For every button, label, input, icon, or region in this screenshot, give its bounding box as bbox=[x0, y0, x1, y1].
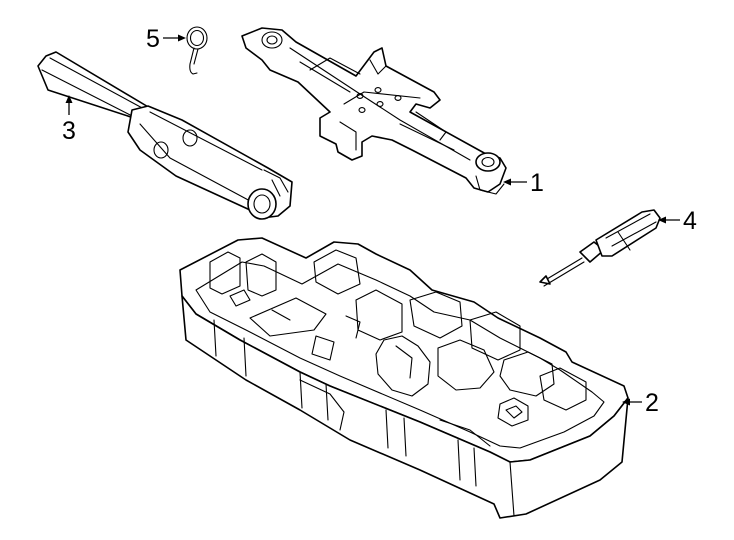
callout-number-3: 3 bbox=[62, 117, 76, 145]
callout-3: 3 bbox=[62, 95, 76, 145]
callout-number-4: 4 bbox=[683, 207, 697, 235]
callout-number-1: 1 bbox=[530, 169, 544, 197]
callout-number-2: 2 bbox=[645, 389, 659, 417]
jack-handle-part bbox=[37, 51, 293, 220]
arrowhead-1 bbox=[503, 178, 511, 186]
callout-4: 4 bbox=[658, 207, 697, 235]
screwdriver-part bbox=[539, 209, 661, 287]
arrowhead-3 bbox=[65, 95, 73, 103]
callout-5: 5 bbox=[146, 25, 186, 53]
arrowhead-5 bbox=[178, 34, 186, 42]
scissor-jack-part bbox=[241, 27, 507, 195]
storage-tray-part bbox=[179, 237, 629, 519]
callout-1: 1 bbox=[503, 169, 544, 197]
callout-2: 2 bbox=[622, 389, 659, 417]
arrowhead-4 bbox=[658, 216, 666, 224]
callout-number-5: 5 bbox=[146, 25, 160, 53]
arrowhead-2 bbox=[622, 398, 630, 406]
pin-clip-part bbox=[186, 26, 208, 75]
